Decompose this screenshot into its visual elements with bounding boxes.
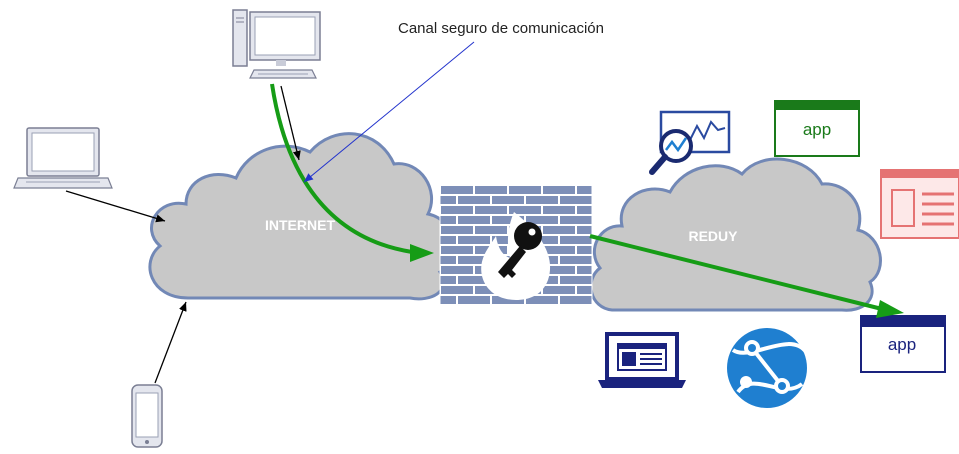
app-navy-label: app xyxy=(888,335,916,354)
firewall-icon xyxy=(439,184,593,307)
key-icon xyxy=(498,222,542,278)
reduy-label: REDUY xyxy=(688,228,738,244)
annotation-arrow xyxy=(303,41,475,183)
phone-to-internet-arrow xyxy=(154,301,187,384)
desktop-to-internet-arrow xyxy=(280,85,301,161)
internet-cloud: INTERNET xyxy=(148,132,456,301)
reduy-cloud: REDUY xyxy=(589,157,882,312)
annotation-label: Canal seguro de comunicación xyxy=(398,20,604,37)
web-panel-icon xyxy=(880,169,959,239)
globe-network-icon xyxy=(727,328,808,408)
app-navy-icon: app xyxy=(860,315,946,373)
laptop-app-icon xyxy=(598,332,686,388)
desktop-computer-icon xyxy=(232,9,321,79)
monitoring-icon xyxy=(649,110,731,175)
internet-label: INTERNET xyxy=(265,217,335,233)
secure-channel-path xyxy=(270,83,904,318)
laptop-to-internet-arrow xyxy=(65,190,166,223)
app-green-label: app xyxy=(803,120,831,139)
app-green-icon: app xyxy=(774,100,860,157)
device-connections xyxy=(65,85,301,384)
laptop-icon xyxy=(13,127,113,189)
smartphone-icon xyxy=(131,384,163,448)
annotation: Canal seguro de comunicación xyxy=(303,20,604,183)
